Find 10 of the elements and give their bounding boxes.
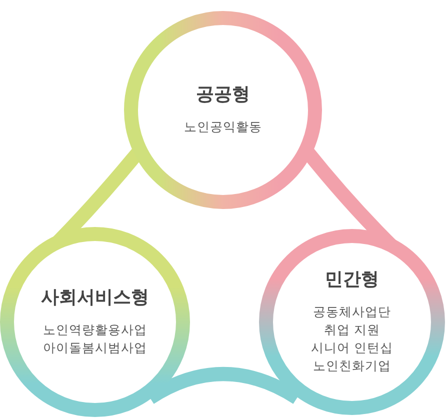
- program-item: 취업 지원: [324, 321, 380, 340]
- program-item: 공동체사업단: [313, 303, 391, 322]
- category-title: 공공형: [196, 84, 250, 106]
- category-title: 민간형: [325, 268, 379, 292]
- program-item: 노인공익활동: [184, 118, 262, 136]
- category-title: 사회서비스형: [41, 286, 149, 310]
- program-item: 아이돌봄시범사업: [43, 339, 147, 358]
- program-item: 시니어 인턴십: [311, 339, 393, 358]
- program-item: 노인친화기업: [313, 357, 391, 376]
- program-item: 노인역량활용사업: [43, 321, 147, 340]
